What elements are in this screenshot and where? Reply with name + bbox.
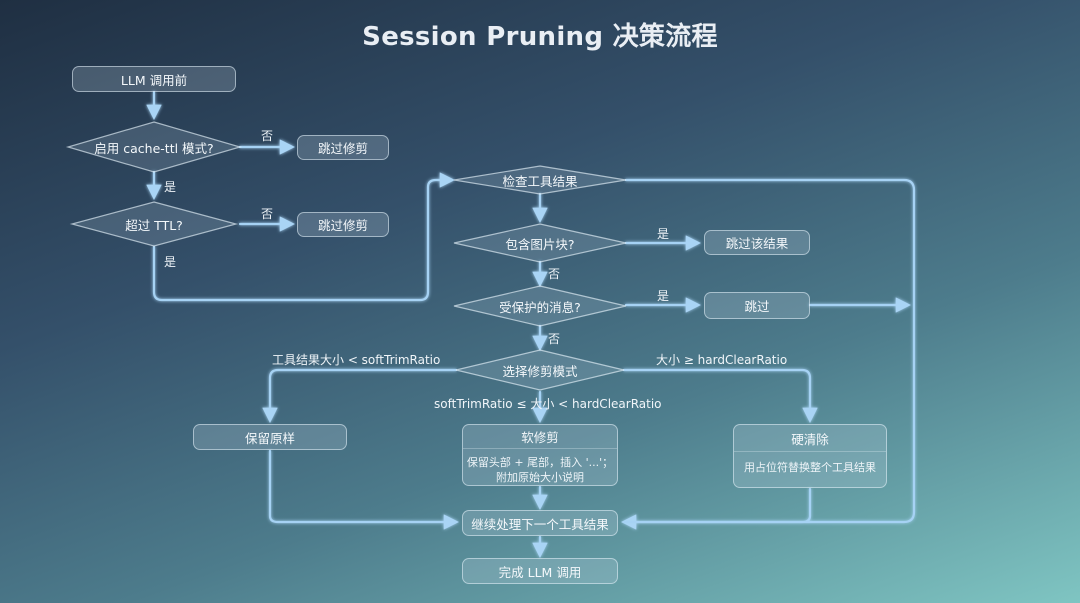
hard-clear-title: 硬清除 [734,425,886,452]
edge-keep-to-continue [268,449,460,530]
edge-label-no-2: 否 [261,207,274,221]
edge-check-loop [622,178,916,524]
edge-label-no-4: 否 [548,332,561,346]
hard-clear-desc-line: 用占位符替换整个工具结果 [744,461,876,474]
edge-label-yes-2: 是 [164,255,177,269]
node-soft-trim: 软修剪 保留头部 + 尾部，插入 '...'； 附加原始大小说明 [462,424,618,486]
diamond-over-ttl [69,201,239,247]
soft-trim-desc: 保留头部 + 尾部，插入 '...'； 附加原始大小说明 [467,449,613,485]
diamond-choose-mode [455,349,625,391]
edge-label-no-3: 否 [548,267,561,281]
node-skip-result: 跳过该结果 [704,230,810,255]
diamond-protected [453,285,627,327]
edge-label-yes-1: 是 [164,180,177,194]
node-llm-before: LLM 调用前 [72,66,236,92]
edge-hard-to-continue [620,487,812,530]
node-done: 完成 LLM 调用 [462,558,618,584]
label-cache-ttl-q: 启用 cache-ttl 模式? [94,140,214,156]
label-contains-image-q: 包含图片块? [505,236,575,252]
edge-label-yes-4: 是 [657,289,670,303]
soft-trim-desc-line1: 保留头部 + 尾部，插入 '...'； [466,456,614,469]
node-keep-original: 保留原样 [193,424,347,450]
diamond-contains-image [453,223,627,263]
node-hard-clear: 硬清除 用占位符替换整个工具结果 [733,424,887,488]
edge-label-soft-left: 工具结果大小 < softTrimRatio [272,353,441,367]
label-protected-q: 受保护的消息? [499,299,581,315]
node-continue-next: 继续处理下一个工具结果 [462,510,618,536]
label-check-results: 检查工具结果 [502,173,578,189]
edge-label-yes-3: 是 [657,227,670,241]
edge-label-soft-mid: softTrimRatio ≤ 大小 < hardClearRatio [434,397,662,411]
diagram-title: Session Pruning 决策流程 [362,22,718,52]
soft-trim-desc-line2: 附加原始大小说明 [496,471,584,484]
diamond-check-results [453,165,627,195]
edge-label-no-1: 否 [261,129,274,143]
edge-overttl-yes [152,172,456,302]
soft-trim-title: 软修剪 [463,425,617,449]
label-choose-mode: 选择修剪模式 [502,363,578,379]
node-skip-prune-1: 跳过修剪 [297,135,389,160]
node-skip-prune-2: 跳过修剪 [297,212,389,237]
edge-mode-right [622,368,818,424]
edge-label-hard-right: 大小 ≥ hardClearRatio [656,353,788,367]
label-over-ttl-q: 超过 TTL? [125,217,183,233]
diamond-cache-ttl [65,121,243,173]
node-skip: 跳过 [704,292,810,319]
hard-clear-desc: 用占位符替换整个工具结果 [744,452,876,475]
edge-mode-left [262,368,458,424]
